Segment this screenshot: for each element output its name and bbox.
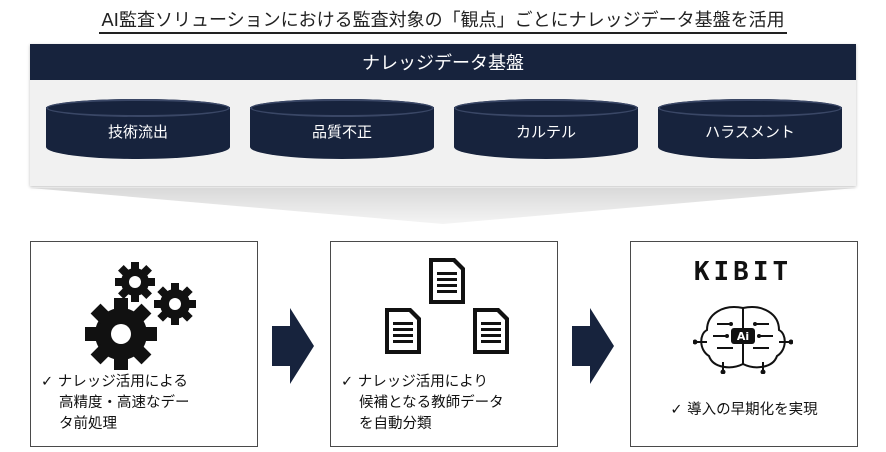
right-arrow-icon [572, 308, 614, 384]
gears-icon [85, 262, 196, 370]
step-card-deployment: KIBIT Ai ✓ 導入の早期化を実現 [630, 241, 858, 447]
database-cylinder-3: カルテル [454, 99, 638, 217]
diagram-title: AI監査ソリューションにおける監査対象の「観点」ごとにナレッジデータ基盤を活用 [0, 6, 886, 34]
step-caption: ✓ 導入の早期化を実現 [670, 402, 818, 418]
database-label: カルテル [515, 123, 576, 141]
database-label: 技術流出 [107, 123, 168, 141]
step-caption: ✓ ナレッジ活用により 候補となる教師データ を自動分類 [341, 374, 504, 432]
step-caption: ✓ ナレッジ活用による 高精度・高速なデー タ前処理 [41, 374, 190, 432]
right-arrow-icon [272, 308, 314, 384]
database-label: ハラスメント [705, 123, 795, 141]
database-cylinder-2: 品質不正 [250, 99, 434, 217]
funnel-shape [30, 188, 856, 224]
database-cylinder-1: 技術流出 [46, 99, 230, 217]
svg-text:Ai: Ai [737, 330, 749, 343]
kibit-logo: KIBIT [693, 257, 793, 287]
documents-icon [385, 258, 509, 354]
database-cylinder-4: ハラスメント [658, 99, 842, 217]
database-label: 品質不正 [311, 123, 372, 141]
ai-brain-icon: Ai [693, 306, 793, 374]
platform-header: ナレッジデータ基盤 [30, 44, 856, 80]
step-card-preprocessing: ✓ ナレッジ活用による 高精度・高速なデー タ前処理 [30, 241, 258, 447]
step-card-classification: ✓ ナレッジ活用により 候補となる教師データ を自動分類 [330, 241, 558, 447]
knowledge-platform-panel: ナレッジデータ基盤 技術流出 品質不正 カルテル ハラスメント [30, 44, 856, 186]
